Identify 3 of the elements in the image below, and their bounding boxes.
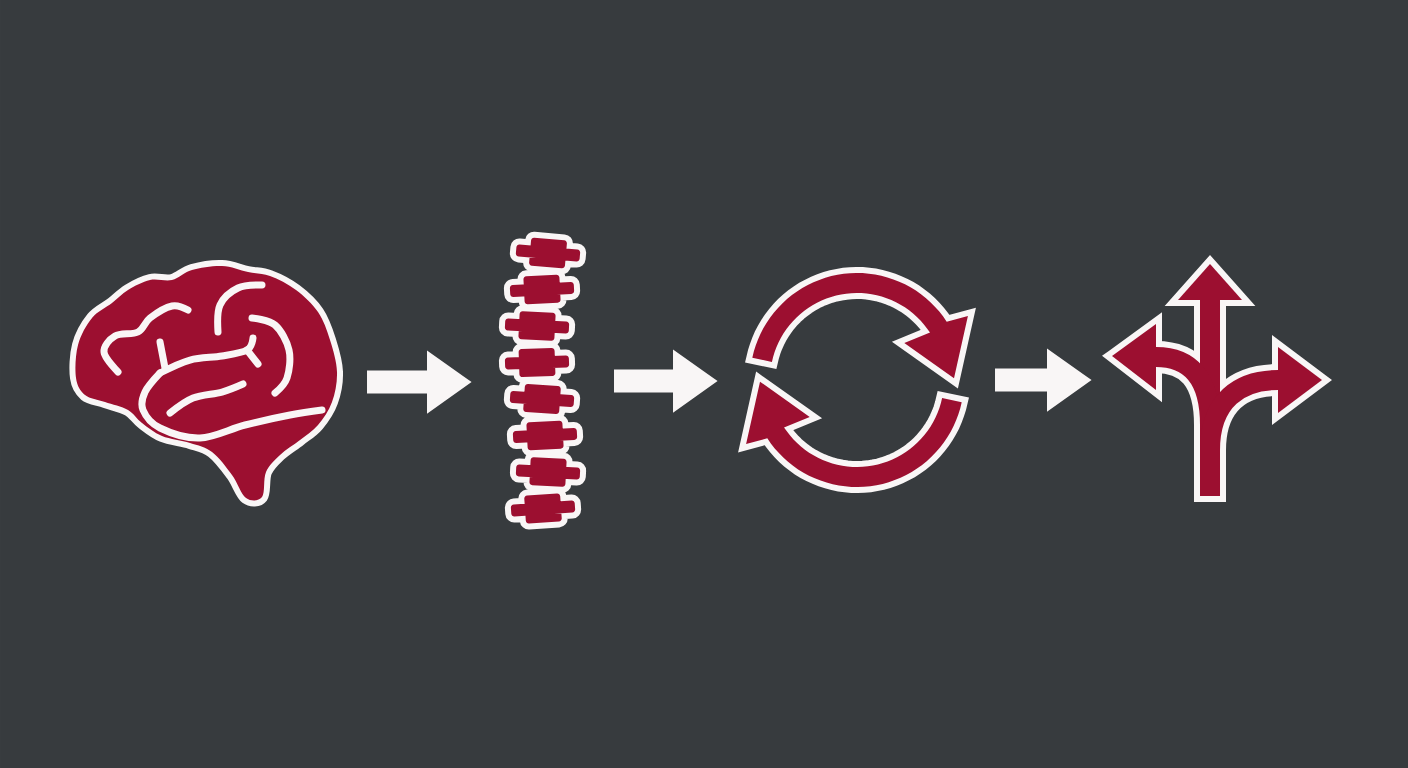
circular-arrows-illustration <box>738 267 976 493</box>
spine-illustration <box>498 231 587 530</box>
brain-illustration <box>69 260 344 507</box>
